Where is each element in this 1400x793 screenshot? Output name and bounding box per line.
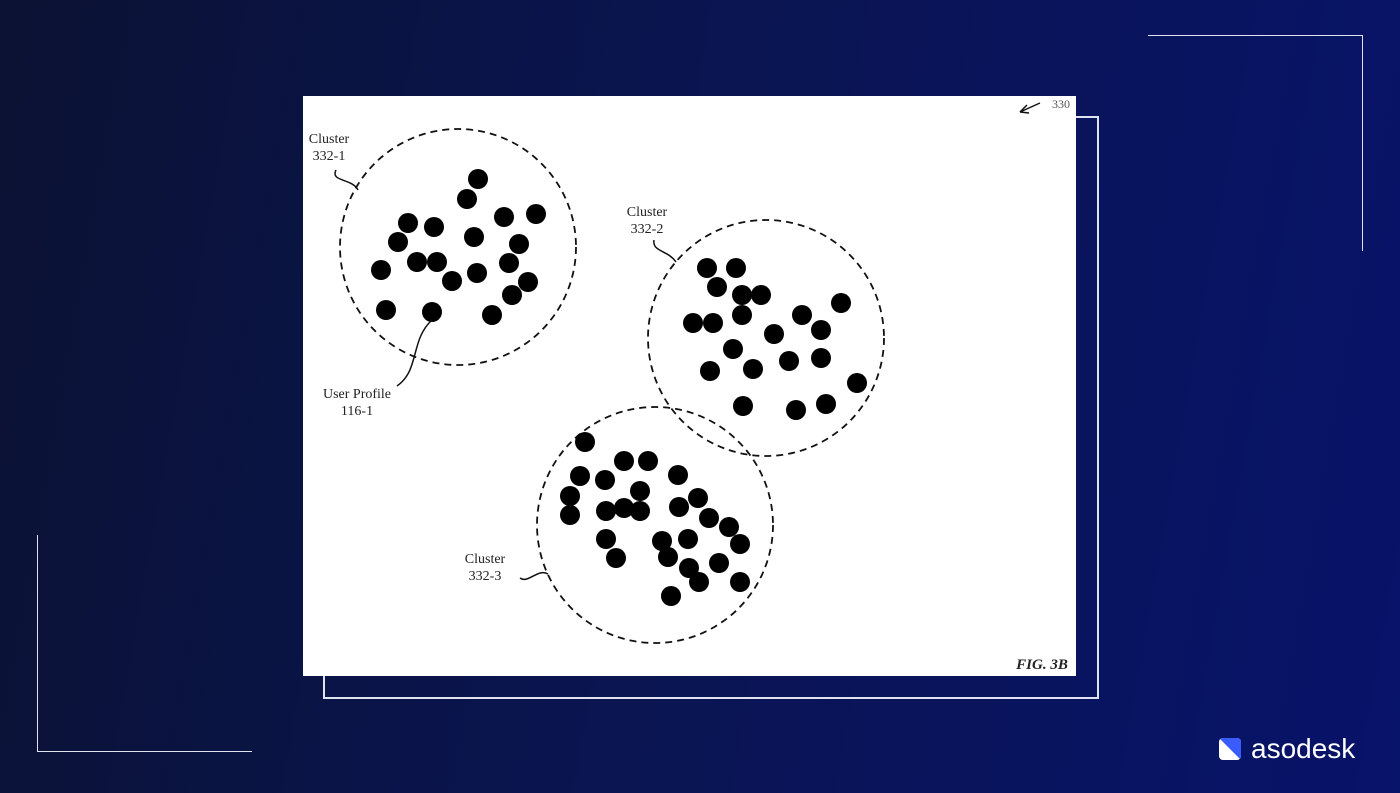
user-profile-dot-cluster-3 <box>630 501 650 521</box>
user-profile-dot-cluster-1 <box>467 263 487 283</box>
user-profile-dot-cluster-3 <box>575 432 595 452</box>
user-profile-dot-cluster-2 <box>792 305 812 325</box>
user-profile-dot-cluster-3 <box>560 505 580 525</box>
user-profile-leader <box>396 319 433 387</box>
user-profile-dot-cluster-1 <box>424 217 444 237</box>
user-profile-dot-cluster-3 <box>668 465 688 485</box>
user-profile-dot-cluster-1 <box>371 260 391 280</box>
user-profile-dot-cluster-2 <box>732 305 752 325</box>
user-profile-dot-cluster-3 <box>678 529 698 549</box>
user-profile-dot-cluster-3 <box>596 501 616 521</box>
cluster-3-id: 332-3 <box>469 569 502 584</box>
user-profile-dot-cluster-3 <box>699 508 719 528</box>
cluster-3-label: Cluster <box>465 552 506 567</box>
user-profile-dot-cluster-2 <box>703 313 723 333</box>
user-profile-dot-cluster-3 <box>719 517 739 537</box>
figure-sheet <box>303 96 1076 676</box>
user-profile-dot-cluster-3 <box>614 498 634 518</box>
user-profile-dot-cluster-1 <box>509 234 529 254</box>
cluster-2-boundary <box>647 219 885 457</box>
cluster-3-leader <box>519 571 549 581</box>
user-profile-dot-cluster-2 <box>751 285 771 305</box>
user-profile-dot-cluster-2 <box>816 394 836 414</box>
user-profile-dot-cluster-1 <box>442 271 462 291</box>
user-profile-dot-cluster-2 <box>723 339 743 359</box>
user-profile-dot-cluster-1 <box>526 204 546 224</box>
user-profile-dot-cluster-1 <box>482 305 502 325</box>
user-profile-dot-cluster-3 <box>661 586 681 606</box>
user-profile-dot-cluster-2 <box>831 293 851 313</box>
user-profile-dot-cluster-3 <box>596 529 616 549</box>
user-profile-dot-cluster-1 <box>407 252 427 272</box>
reference-arrow <box>1019 102 1041 113</box>
user-profile-dot-cluster-3 <box>570 466 590 486</box>
user-profile-dot-cluster-3 <box>669 497 689 517</box>
user-profile-dot-cluster-1 <box>427 252 447 272</box>
user-profile-dot-cluster-1 <box>468 169 488 189</box>
user-profile-dot-cluster-3 <box>689 572 709 592</box>
asodesk-logo-icon <box>1219 738 1241 760</box>
user-profile-dot-cluster-3 <box>595 470 615 490</box>
figure-reference: 330 <box>1052 97 1070 111</box>
user-profile-dot-cluster-3 <box>630 481 650 501</box>
user-profile-dot-cluster-2 <box>707 277 727 297</box>
cluster-1-boundary <box>339 128 577 366</box>
decor-corner-top-right <box>1148 35 1363 251</box>
brand-name: asodesk <box>1251 733 1356 764</box>
user-profile-dot-cluster-1 <box>376 300 396 320</box>
user-profile-dot-cluster-3 <box>638 451 658 471</box>
user-profile-dot-cluster-3 <box>688 488 708 508</box>
user-profile-dot-cluster-2 <box>811 320 831 340</box>
user-profile-label: User Profile <box>323 387 391 402</box>
decor-corner-bottom-left <box>37 535 252 752</box>
cluster-3-boundary <box>536 406 774 644</box>
cluster-1-label: Cluster <box>309 132 350 147</box>
cluster-2-leader <box>653 239 677 263</box>
user-profile-dot-cluster-2 <box>733 396 753 416</box>
user-profile-dot-cluster-3 <box>560 486 580 506</box>
user-profile-dot-cluster-2 <box>700 361 720 381</box>
cluster-2-id: 332-2 <box>631 222 664 237</box>
user-profile-dot-cluster-1 <box>422 302 442 322</box>
user-profile-dot-cluster-3 <box>679 558 699 578</box>
user-profile-dot-cluster-1 <box>502 285 522 305</box>
user-profile-dot-cluster-1 <box>398 213 418 233</box>
user-profile-dot-cluster-1 <box>464 227 484 247</box>
user-profile-dot-cluster-1 <box>388 232 408 252</box>
user-profile-dot-cluster-3 <box>730 534 750 554</box>
user-profile-dot-cluster-1 <box>457 189 477 209</box>
user-profile-dot-cluster-3 <box>709 553 729 573</box>
user-profile-dot-cluster-2 <box>811 348 831 368</box>
user-profile-dot-cluster-1 <box>499 253 519 273</box>
user-profile-dot-cluster-3 <box>730 572 750 592</box>
user-profile-dot-cluster-2 <box>683 313 703 333</box>
user-profile-dot-cluster-3 <box>658 547 678 567</box>
user-profile-dot-cluster-2 <box>764 324 784 344</box>
reference-arrowhead <box>1019 104 1030 114</box>
asodesk-logo: asodesk <box>1219 733 1355 765</box>
user-profile-dot-cluster-3 <box>652 531 672 551</box>
cluster-2-label: Cluster <box>627 205 668 220</box>
user-profile-dot-cluster-1 <box>518 272 538 292</box>
user-profile-dot-cluster-2 <box>786 400 806 420</box>
user-profile-dot-cluster-2 <box>726 258 746 278</box>
figure-caption: FIG. 3B <box>1015 657 1068 673</box>
cluster-1-leader <box>334 169 359 191</box>
user-profile-dot-cluster-2 <box>779 351 799 371</box>
user-profile-dot-cluster-3 <box>606 548 626 568</box>
user-profile-dot-cluster-2 <box>732 285 752 305</box>
cluster-1-id: 332-1 <box>313 149 346 164</box>
user-profile-dot-cluster-3 <box>614 451 634 471</box>
user-profile-id: 116-1 <box>341 404 373 419</box>
user-profile-dot-cluster-2 <box>847 373 867 393</box>
user-profile-dot-cluster-2 <box>743 359 763 379</box>
user-profile-dot-cluster-1 <box>494 207 514 227</box>
user-profile-dot-cluster-2 <box>697 258 717 278</box>
